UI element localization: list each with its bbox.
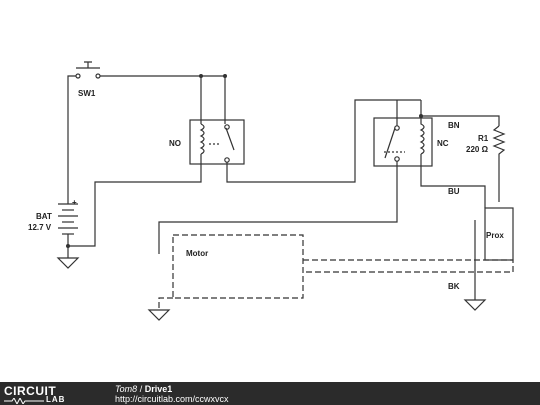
ground-symbol-motor	[147, 309, 171, 321]
label-wire-bn: BN	[448, 121, 460, 130]
junction-dot	[419, 114, 423, 118]
label-relay1-contact: NO	[169, 139, 181, 148]
title-separator: /	[137, 384, 145, 394]
wire-relay1-coil-return	[68, 164, 202, 247]
label-sw1: SW1	[78, 89, 96, 98]
ground-symbol-bat	[56, 257, 80, 269]
junction-dot	[66, 244, 70, 248]
circuit-title[interactable]: Drive1	[144, 384, 173, 394]
wire-motor-ground	[158, 297, 173, 310]
label-relay2-contact: NC	[437, 139, 449, 148]
circuit-meta: Tom8 / Drive1 http://circuitlab.com/ccwx…	[115, 384, 229, 404]
label-motor: Motor	[186, 249, 208, 258]
label-r1-value: 220 Ω	[466, 145, 489, 154]
label-bat-voltage: 12.7 V	[28, 223, 52, 232]
junction-dot	[199, 74, 203, 78]
relay1-switch	[224, 124, 235, 163]
logo-text-bottom: LAB	[46, 395, 66, 404]
logo-resistor-icon	[4, 398, 44, 404]
relay1-coil	[199, 123, 205, 164]
label-bat-plus: +	[72, 198, 77, 207]
wire-bn	[421, 115, 500, 126]
prox-box[interactable]	[484, 207, 514, 261]
wire-motor-prox-link	[303, 259, 514, 273]
sw1-pushbutton[interactable]	[75, 61, 101, 79]
wire-relay1-to-bus	[226, 99, 421, 183]
wire-relay2-to-motor	[158, 161, 398, 236]
motor-box[interactable]	[172, 234, 304, 299]
circuit-url[interactable]: http://circuitlab.com/ccwxvcx	[115, 394, 229, 404]
label-prox: Prox	[486, 231, 504, 240]
junction-dot	[223, 74, 227, 78]
relay2-switch	[384, 125, 400, 162]
r1-resistor[interactable]	[492, 125, 506, 202]
schematic: SW1 BAT 12.7 V + NO NC BN BU BK R1 220 Ω…	[28, 61, 514, 321]
footer-bar: CIRCUIT LAB Tom8 / Drive1 http://circuit…	[0, 382, 540, 405]
relay1-box[interactable]	[189, 119, 245, 165]
logo-text-top: CIRCUIT	[4, 384, 57, 398]
label-wire-bk: BK	[448, 282, 460, 291]
relay2-coil	[419, 100, 425, 155]
wire-bat-to-sw1	[67, 75, 76, 194]
ground-symbol-prox	[463, 299, 487, 311]
wire-bu	[420, 154, 486, 208]
label-r1: R1	[478, 134, 489, 143]
author-name[interactable]: Tom8	[115, 384, 138, 394]
circuitlab-logo[interactable]: CIRCUIT LAB	[4, 384, 104, 404]
label-wire-bu: BU	[448, 187, 460, 196]
relay2-box[interactable]	[373, 117, 433, 167]
label-bat: BAT	[36, 212, 52, 221]
